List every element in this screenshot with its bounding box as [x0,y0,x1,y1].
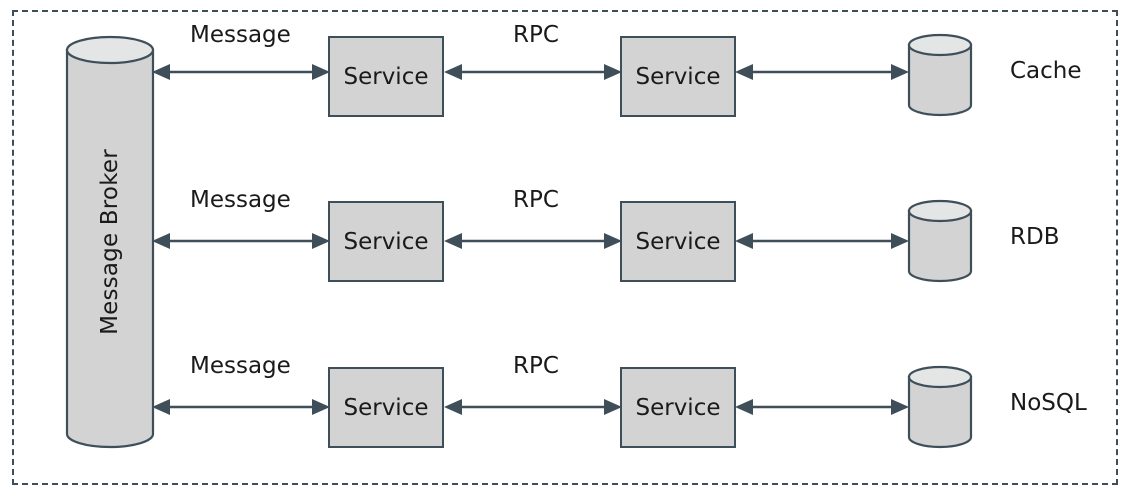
row-3-service-a[interactable]: Service [328,367,444,448]
row-2-store-label: RDB [1010,224,1060,250]
row-2-rpc-label: RPC [513,187,559,213]
row-1-service-to-service-arrow [444,61,622,83]
row-3-rpc-label: RPC [513,353,559,379]
row-1-service-to-store-arrow [735,61,909,83]
row-1-rpc-label: RPC [513,22,559,48]
row-2-service-to-service-arrow [444,230,622,252]
row-1-broker-to-service-arrow [152,61,330,83]
row-2-service-a[interactable]: Service [328,201,444,282]
row-3-store-label: NoSQL [1010,390,1087,416]
row-1-service-a[interactable]: Service [328,36,444,117]
row-3-service-to-store-arrow [735,396,909,418]
message-broker-cylinder[interactable] [65,35,155,449]
row-3-store-cylinder[interactable] [907,365,973,449]
row-1-store-label: Cache [1010,58,1082,84]
row-2-service-to-store-arrow [735,230,909,252]
row-1-service-b[interactable]: Service [620,36,736,117]
row-3-service-to-service-arrow [444,396,622,418]
system-boundary [12,10,1118,485]
row-2-broker-to-service-arrow [152,230,330,252]
row-1-store-cylinder[interactable] [907,33,973,117]
row-2-store-cylinder[interactable] [907,199,973,283]
row-3-message-label: Message [190,353,291,379]
row-2-message-label: Message [190,187,291,213]
row-3-service-b[interactable]: Service [620,367,736,448]
row-1-message-label: Message [190,22,291,48]
row-2-service-b[interactable]: Service [620,201,736,282]
row-3-broker-to-service-arrow [152,396,330,418]
